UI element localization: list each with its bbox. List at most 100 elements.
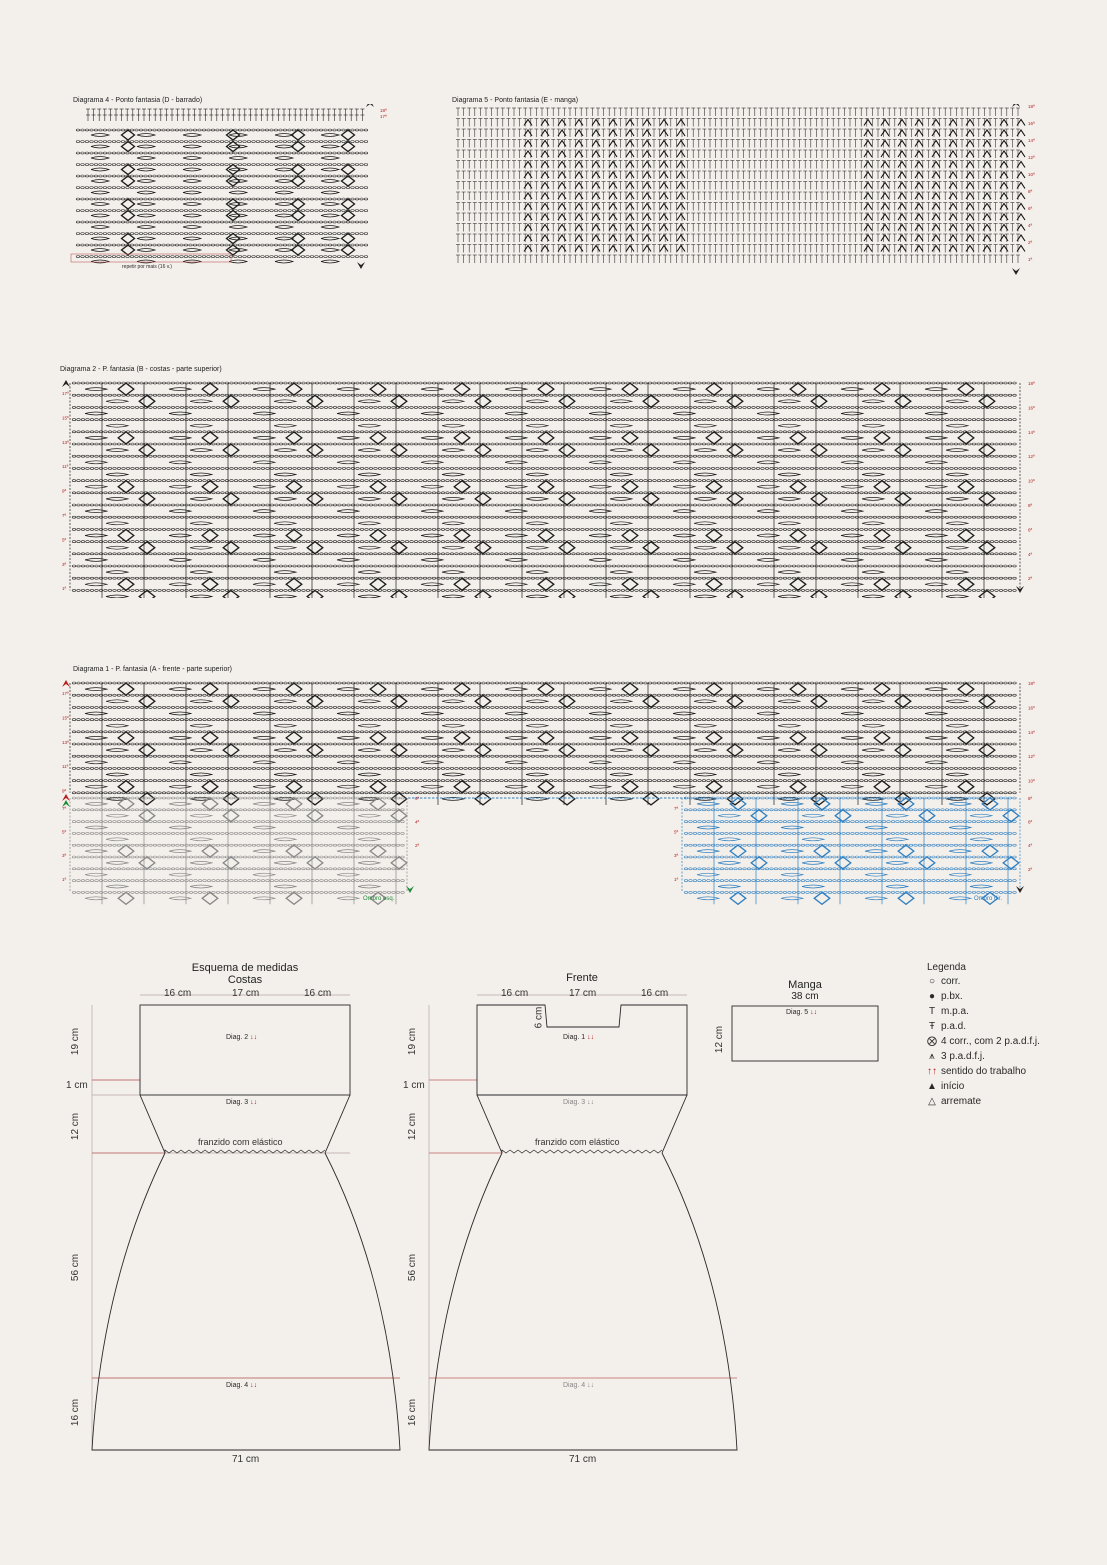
cluster-motif [120, 129, 136, 141]
chain-stitch [985, 381, 990, 385]
chain-stitch [309, 163, 315, 166]
chain-stitch [386, 430, 392, 434]
chain-stitch [296, 255, 301, 258]
chain-stitch [760, 552, 765, 556]
chain-stitch [210, 232, 216, 235]
chain-stitch [724, 552, 729, 556]
chain-stitch [589, 442, 594, 446]
chain-stitch [530, 393, 536, 397]
chain-stitch [521, 528, 527, 531]
chain-stitch [211, 393, 216, 397]
chain-stitch [192, 151, 198, 155]
chain-stitch [859, 528, 864, 531]
chain-stitch [692, 454, 698, 458]
leaf-stitch [357, 448, 382, 452]
chain-stitch [206, 406, 212, 409]
chain-stitch [84, 197, 90, 201]
chain-stitch [521, 491, 527, 495]
chain-stitch [179, 381, 185, 385]
chain-stitch [242, 174, 247, 178]
chain-stitch [80, 515, 86, 519]
chain-stitch [382, 442, 387, 446]
chain-stitch [269, 442, 275, 446]
chain-stitch [170, 491, 176, 495]
chain-stitch [359, 454, 365, 458]
chain-stitch [868, 418, 873, 421]
chain-stitch [319, 528, 324, 531]
chain-stitch [98, 528, 104, 531]
chain-stitch [1007, 418, 1013, 421]
chain-stitch [656, 430, 662, 434]
chain-stitch [521, 442, 527, 446]
leaf-stitch [274, 202, 295, 206]
cluster-motif [390, 394, 408, 409]
chain-stitch [161, 220, 166, 224]
chain-stitch [535, 479, 540, 482]
chain-stitch [256, 393, 261, 397]
chain-stitch [201, 209, 207, 212]
chain-stitch [544, 406, 549, 409]
chain-stitch [328, 381, 333, 385]
chain-stitch [332, 467, 338, 470]
chain-stitch [800, 515, 806, 519]
leaf-stitch [90, 156, 111, 160]
chain-stitch [237, 197, 243, 201]
chain-stitch [962, 552, 968, 556]
chain-stitch [206, 442, 212, 446]
chain-stitch [238, 430, 243, 434]
chain-stitch [175, 467, 180, 470]
chain-stitch [836, 442, 842, 446]
chain-stitch [350, 140, 355, 143]
chain-stitch [899, 430, 905, 434]
chain-stitch [503, 564, 509, 568]
chain-stitch [211, 442, 216, 446]
chain-stitch [967, 515, 972, 519]
chain-stitch [247, 406, 252, 409]
chain-stitch [913, 540, 918, 543]
leaf-stitch [840, 484, 865, 489]
chain-stitch [998, 418, 1004, 421]
chain-stitch [400, 381, 405, 385]
chain-stitch [183, 220, 189, 224]
leaf-stitch [777, 399, 802, 404]
chain-stitch [526, 381, 531, 385]
chain-stitch [890, 528, 896, 531]
chain-stitch [472, 503, 477, 507]
chain-stitch [643, 406, 648, 409]
chain-stitch [206, 540, 212, 543]
chain-stitch [670, 454, 675, 458]
leaf-stitch [105, 399, 130, 404]
chain-stitch [269, 576, 275, 580]
chain-stitch [300, 197, 306, 201]
chain-stitch [156, 220, 162, 224]
chain-stitch [156, 255, 162, 258]
chain-stitch [274, 479, 279, 482]
chain-stitch [472, 418, 477, 421]
chain-stitch [994, 503, 999, 507]
chain-stitch [179, 467, 185, 470]
chain-stitch [436, 515, 441, 519]
chain-stitch [292, 540, 297, 543]
chain-stitch [291, 232, 297, 235]
chain-stitch [976, 479, 981, 482]
chain-stitch [386, 479, 392, 482]
chain-stitch [697, 406, 702, 409]
cluster-motif [369, 382, 387, 396]
leaf-stitch [609, 423, 634, 428]
chain-stitch [206, 232, 211, 235]
chain-stitch [170, 564, 176, 568]
chain-stitch [544, 454, 549, 458]
leaf-stitch [945, 399, 970, 404]
chain-stitch [827, 442, 833, 446]
chain-stitch [84, 255, 90, 258]
leaf-stitch [182, 156, 203, 160]
chain-stitch [305, 243, 310, 247]
chain-stitch [674, 503, 680, 507]
chain-stitch [508, 442, 513, 446]
chain-stitch [355, 381, 360, 385]
chain-stitch [1003, 564, 1008, 568]
chain-stitch [665, 564, 671, 568]
chain-stitch [341, 564, 347, 568]
chain-stitch [391, 540, 396, 543]
chain-stitch [490, 564, 495, 568]
